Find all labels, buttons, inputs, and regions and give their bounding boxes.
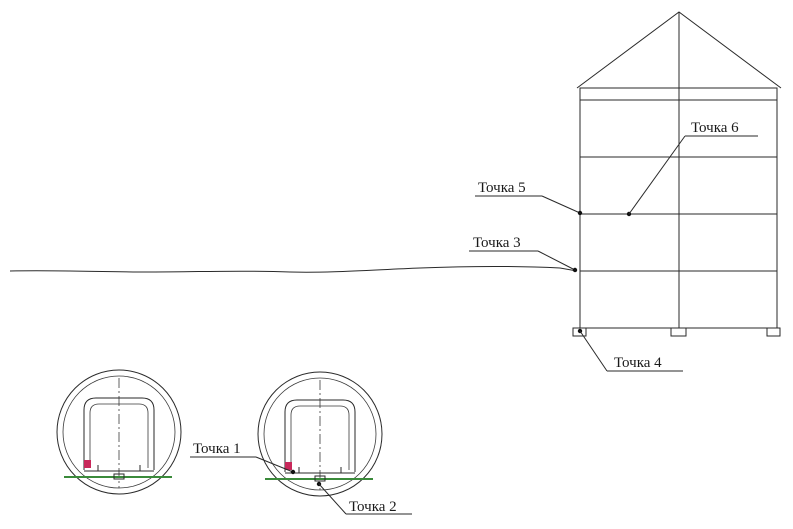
train-gauge-outline [284,399,356,472]
point-5-callout: Точка 5 [475,180,583,216]
tunnel-lining-outer [257,371,383,497]
point-5-marker [577,210,583,216]
point-2-callout: Точка 2 [316,481,412,515]
rail [97,465,141,471]
point-1-leader [255,456,294,473]
building-footing [572,327,587,337]
point-2-leader [318,483,347,515]
building-footing [670,327,687,337]
train-gauge-outline [83,397,155,470]
train-gauge-inner [290,405,350,470]
point-3-marker [572,267,578,273]
track-drain [113,473,125,480]
point-5-label: Точка 5 [478,180,526,196]
signal-box [285,462,292,470]
point-6-leader [628,135,686,215]
ground-surface-line [9,266,578,273]
track-drain [314,475,326,482]
point-3-label: Точка 3 [473,235,521,251]
tunnel-left [56,369,182,495]
tunnel-right [257,371,383,497]
point-4-leader [579,330,608,372]
point-3-callout: Точка 3 [469,235,578,273]
point-6-callout: Точка 6 [626,120,758,217]
train-gauge-inner [89,403,149,468]
point-3-leader [537,250,576,271]
point-1-label: Точка 1 [193,441,241,457]
building [572,11,782,337]
building-footing [766,327,781,337]
point-4-label: Точка 4 [614,355,662,371]
point-6-label: Точка 6 [691,120,739,136]
point-1-marker [290,469,296,475]
signal-box [84,460,91,468]
point-4-callout: Точка 4 [577,328,683,372]
point-2-label: Точка 2 [349,499,397,515]
tunnel-lining-outer [56,369,182,495]
rail [298,467,342,473]
point-5-leader [541,195,581,214]
point-1-callout: Точка 1 [190,441,296,475]
